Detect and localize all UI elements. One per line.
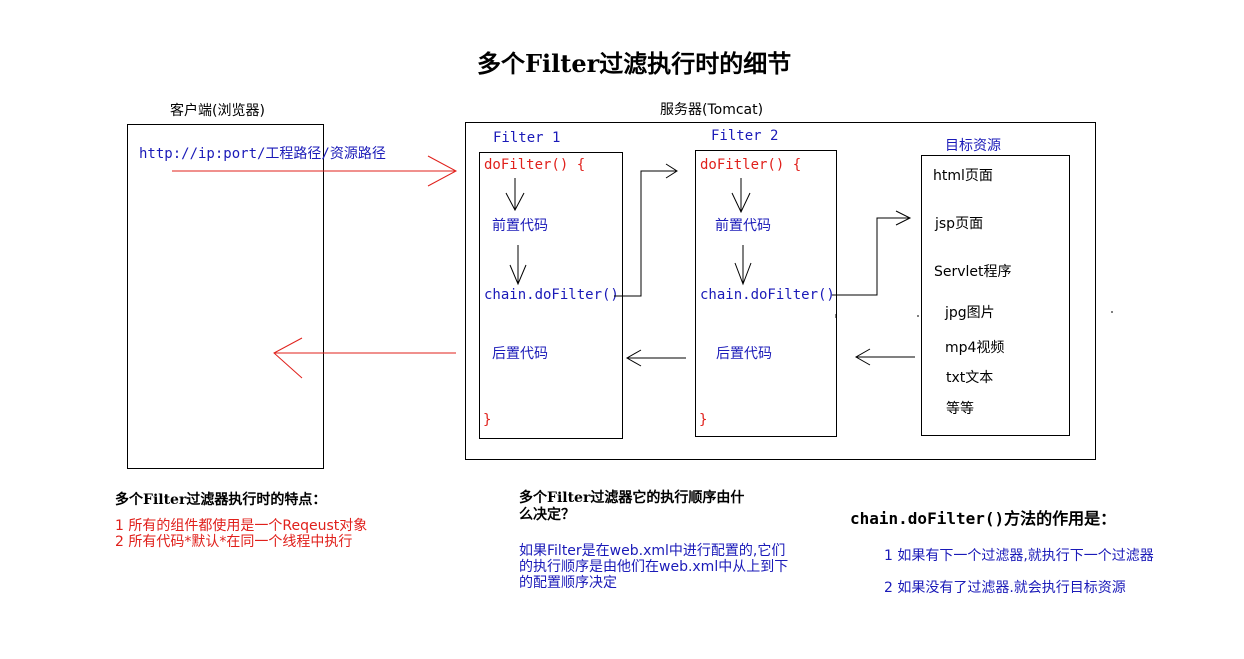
order-heading-line-2: 么决定？ — [519, 507, 575, 523]
filter1-dofilter-open: doFilter() { — [484, 157, 586, 173]
filter2-name: Filter 2 — [711, 128, 779, 144]
filter2-chain-call: chain.doFilter() — [700, 287, 835, 303]
order-line-1: 如果Filter是在web.xml中进行配置的,它们 — [519, 543, 786, 559]
server-label: 服务器(Tomcat) — [660, 102, 764, 118]
target-item-etc: 等等 — [946, 401, 974, 417]
filter2-down-arrow-2 — [734, 245, 752, 286]
server-box — [465, 122, 1096, 460]
filter1-down-arrow-2 — [509, 245, 527, 286]
client-url: http://ip:port/工程路径/资源路径 — [139, 146, 386, 162]
features-line-1: 1 所有的组件都使用是一个Reqeust对象 — [115, 518, 368, 534]
target-item-jpg: jpg图片 — [945, 305, 995, 321]
target-item-txt: txt文本 — [946, 370, 994, 386]
filter1-to-filter2-arrow — [614, 163, 678, 297]
target-item-servlet: Servlet程序 — [934, 264, 1012, 280]
target-label: 目标资源 — [945, 138, 1001, 154]
filter1-down-arrow-1 — [505, 178, 525, 212]
filter1-name: Filter 1 — [493, 130, 561, 146]
page-title: 多个Filter过滤执行时的细节 — [477, 49, 792, 78]
filter1-dofilter-close: } — [483, 412, 492, 428]
features-line-2: 2 所有代码*默认*在同一个线程中执行 — [115, 534, 353, 550]
request-arrow — [172, 155, 458, 187]
client-label: 客户端(浏览器) — [170, 103, 265, 119]
chain-line-1: 1 如果有下一个过滤器,就执行下一个过滤器 — [884, 548, 1154, 564]
features-heading: 多个Filter过滤器执行时的特点： — [115, 492, 327, 508]
filter2-post-code: 后置代码 — [716, 346, 772, 362]
filter1-pre-code: 前置代码 — [492, 218, 548, 234]
filter1-chain-call: chain.doFilter() — [484, 287, 619, 303]
order-heading-line-1: 多个Filter过滤器它的执行顺序由什 — [519, 490, 745, 506]
target-item-jsp: jsp页面 — [935, 216, 984, 232]
response-arrow — [273, 337, 456, 379]
target-item-html: html页面 — [933, 168, 993, 184]
filter2-box — [695, 150, 837, 437]
chain-line-2: 2 如果没有了过滤器.就会执行目标资源 — [884, 580, 1126, 596]
filter2-pre-code: 前置代码 — [715, 218, 771, 234]
filter1-post-code: 后置代码 — [492, 346, 548, 362]
target-box — [921, 155, 1070, 436]
filter2-to-target-arrow — [832, 210, 912, 296]
client-box — [127, 124, 324, 469]
order-line-2: 的执行顺序是由他们在web.xml中从上到下 — [519, 559, 789, 575]
filter2-to-filter1-return-arrow — [625, 349, 686, 367]
filter2-dofitler-open: doFitler() { — [700, 157, 802, 173]
filter2-dofilter-close: } — [699, 412, 708, 428]
target-item-mp4: mp4视频 — [945, 340, 1005, 356]
target-to-filter2-return-arrow — [854, 348, 915, 366]
order-line-3: 的配置顺序决定 — [519, 575, 617, 591]
filter2-down-arrow-1 — [731, 178, 751, 214]
chain-heading: chain.doFilter()方法的作用是： — [850, 509, 1117, 528]
